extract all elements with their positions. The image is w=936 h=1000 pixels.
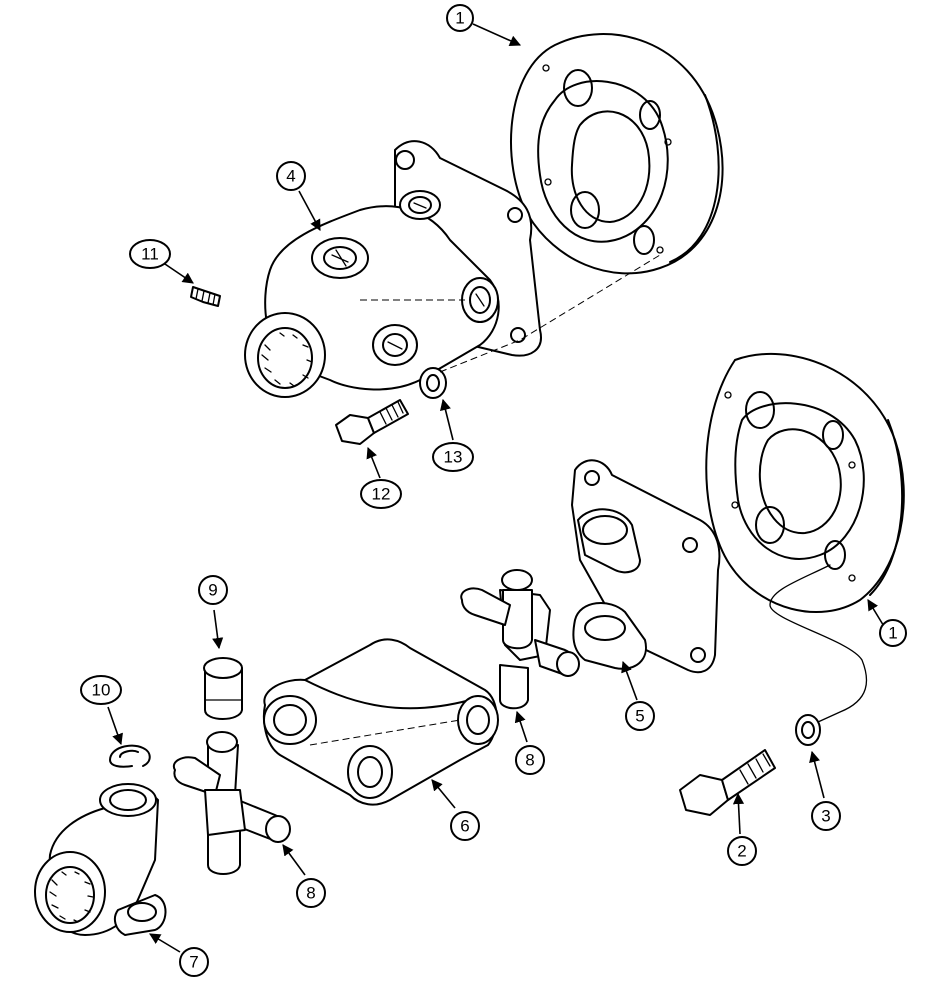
callout-1-lower: 1	[879, 619, 907, 647]
callout-label: 3	[821, 807, 830, 826]
alignment-line-upper	[439, 254, 661, 373]
callout-label: 1	[455, 9, 464, 28]
callout-label: 10	[92, 681, 111, 700]
callout-7: 7	[179, 947, 209, 977]
callout-10: 10	[80, 675, 122, 705]
center-yoke	[262, 638, 499, 806]
callout-label: 5	[635, 707, 644, 726]
callout-label: 11	[141, 245, 159, 264]
bearing-cup	[203, 657, 243, 720]
leader-lines	[107, 23, 886, 953]
callout-1-upper: 1	[446, 4, 474, 32]
cross-and-bearing-left	[172, 731, 291, 875]
callout-9: 9	[198, 575, 228, 605]
callout-label: 6	[460, 817, 469, 836]
callout-label: 12	[372, 485, 391, 504]
callout-6: 6	[450, 811, 480, 841]
callout-4: 4	[276, 161, 306, 191]
cross-and-bearing-right	[460, 569, 580, 710]
grease-fitting	[190, 286, 221, 307]
callout-label: 9	[208, 581, 217, 600]
callout-8-left: 8	[296, 878, 326, 908]
callout-label: 4	[286, 167, 295, 186]
callout-13: 13	[432, 442, 474, 472]
callout-2: 2	[727, 836, 757, 866]
cap-screw-lower	[679, 749, 776, 816]
callout-8-right: 8	[515, 745, 545, 775]
lock-washer-upper	[419, 367, 447, 399]
end-yoke	[34, 783, 167, 936]
callout-label: 8	[306, 884, 315, 903]
callout-11: 11	[129, 239, 171, 269]
flange-disc-upper	[510, 33, 724, 275]
callout-label: 1	[888, 624, 897, 643]
alignment-line-lower	[769, 564, 868, 723]
callout-label: 7	[189, 953, 198, 972]
callout-12: 12	[360, 479, 402, 509]
callout-label: 8	[525, 751, 534, 770]
callout-3: 3	[811, 801, 841, 831]
cap-screw-upper	[335, 399, 409, 445]
lock-washer-lower	[795, 714, 821, 746]
flange-yoke	[571, 459, 721, 674]
u-joint-assembly-upper	[244, 140, 542, 398]
callout-5: 5	[625, 701, 655, 731]
callout-label: 2	[737, 842, 746, 861]
flange-disc-lower	[705, 352, 905, 614]
callout-label: 13	[444, 448, 463, 467]
snap-ring	[109, 744, 151, 768]
